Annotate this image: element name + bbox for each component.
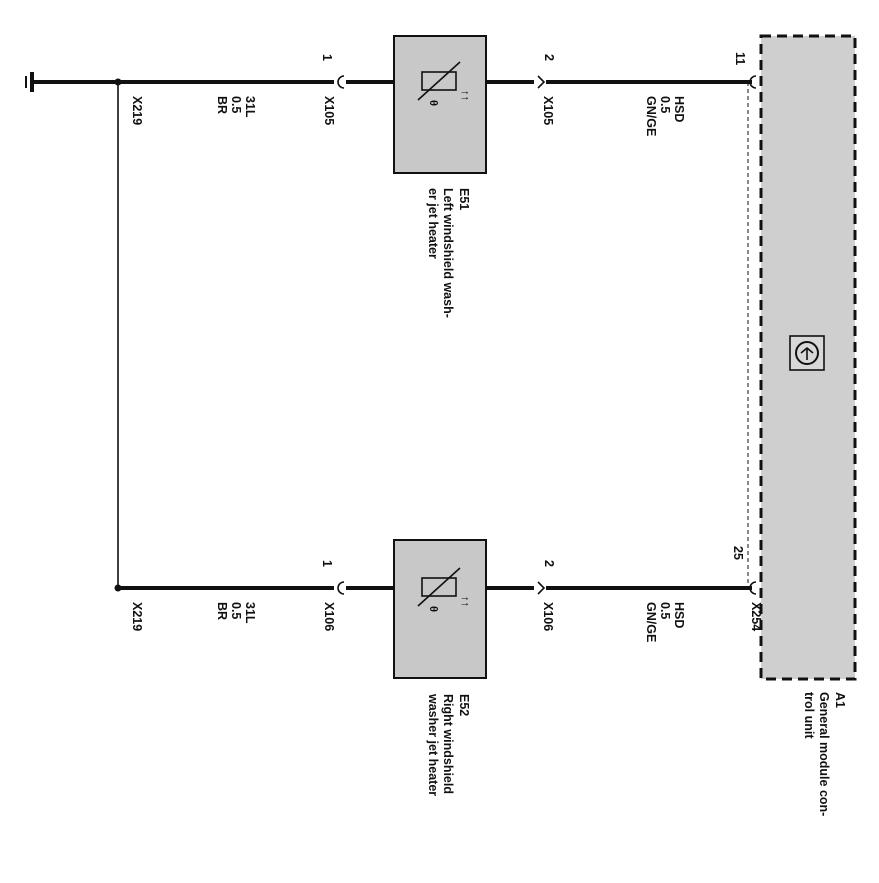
ground-wire-upper-label: 31L 0.5 BR [215, 96, 257, 118]
svg-text:↑↑: ↑↑ [459, 596, 471, 607]
svg-text:θ: θ [427, 100, 439, 106]
ground-color-lower: BR [215, 602, 229, 620]
component-box-e52 [393, 539, 487, 679]
e51-label: E51 Left windshield wash- er jet heater [426, 188, 471, 318]
e51-name-line1: Left windshield wash- [441, 188, 455, 318]
module-name-line2: trol unit [802, 692, 816, 739]
supply-color-lower: GN/GE [644, 602, 658, 642]
module-pin-11: 11 [733, 52, 747, 65]
svg-text:↑↑: ↑↑ [459, 90, 471, 101]
ground-symbol-icon [25, 72, 34, 92]
ground-size-lower: 0.5 [229, 602, 243, 619]
module-pin-25: 25 [731, 546, 745, 560]
supply-wire-upper-label: HSD 0.5 GN/GE [644, 96, 686, 136]
connector-x105-pin1-icon [337, 75, 345, 89]
e52-name-line1: Right windshield [441, 694, 455, 794]
module-name-line1: General module con- [817, 692, 831, 816]
connector-x106-ground: X106 [322, 602, 336, 631]
e51-pin-2: 2 [542, 54, 556, 61]
ground-terminal-lower: 31L [243, 602, 257, 624]
connector-x106-supply: X106 [541, 602, 555, 631]
heater-symbol-icon: θ ↑↑ [417, 61, 471, 106]
module-id: A1 [833, 692, 847, 708]
e52-name-line2: washer jet heater [426, 693, 440, 796]
ground-size-upper: 0.5 [229, 96, 243, 113]
supply-size-lower: 0.5 [658, 602, 672, 619]
e52-pin-1: 1 [320, 560, 334, 567]
e52-pin-2: 2 [542, 560, 556, 567]
connector-x106-pin1-icon [337, 581, 345, 595]
ground-terminal-upper: 31L [243, 96, 257, 118]
supply-wire-lower-label: HSD 0.5 GN/GE [644, 602, 686, 642]
supply-color-upper: GN/GE [644, 96, 658, 136]
module-pin25-icon [749, 581, 757, 595]
heater-symbol-icon: θ ↑↑ [417, 567, 471, 612]
component-box-e51 [393, 35, 487, 174]
svg-text:θ: θ [427, 606, 439, 612]
ground-color-upper: BR [215, 96, 229, 114]
supply-terminal-lower: HSD [672, 602, 686, 628]
module-pin11-icon [749, 75, 757, 89]
connector-x105-pin2-icon [537, 75, 546, 89]
ground-connector-upper: X219 [130, 96, 144, 125]
control-unit-symbol-icon [789, 335, 825, 371]
ground-wire-lower-label: 31L 0.5 BR [215, 602, 257, 624]
supply-terminal-upper: HSD [672, 96, 686, 122]
connector-x105-ground: X105 [322, 96, 336, 125]
e52-id: E52 [457, 694, 471, 716]
e51-id: E51 [457, 188, 471, 210]
module-connector-x254: X254 [749, 602, 763, 631]
module-label: A1 General module con- trol unit [802, 692, 847, 816]
e51-pin-1: 1 [320, 54, 334, 61]
connector-x105-supply: X105 [541, 96, 555, 125]
supply-size-upper: 0.5 [658, 96, 672, 113]
e51-name-line2: er jet heater [426, 188, 440, 259]
ground-connector-lower: X219 [130, 602, 144, 631]
connector-x106-pin2-icon [537, 581, 546, 595]
e52-label: E52 Right windshield washer jet heater [426, 693, 471, 796]
